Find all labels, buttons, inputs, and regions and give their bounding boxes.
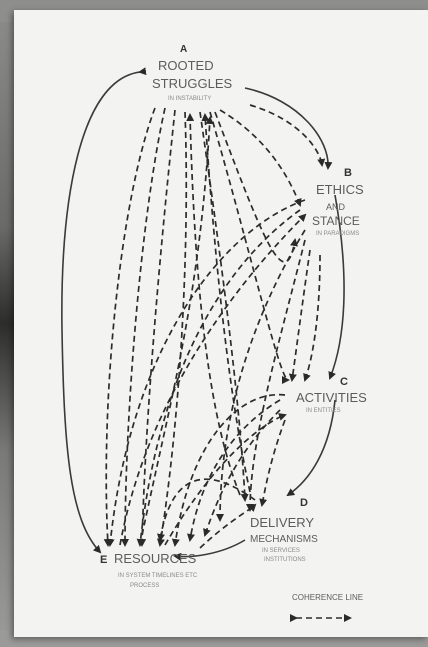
- node-d-letter: D: [300, 497, 308, 509]
- node-c: C ACTIVITIES IN ENTITIES: [296, 376, 367, 414]
- node-b-letter: B: [344, 167, 352, 179]
- diagram-sheet: A ROOTED STRUGGLES IN INSTABILITY B ETHI…: [14, 10, 428, 637]
- node-b-title: ETHICS: [316, 182, 364, 197]
- dashed-connections: [106, 105, 322, 548]
- node-e: E RESOURCES IN SYSTEM TIMELINES ETC PROC…: [100, 551, 198, 589]
- node-d-subtitle2: INSTITUTIONS: [264, 557, 306, 563]
- legend-label: COHERENCE LINE: [292, 593, 363, 602]
- node-a-title2: STRUGGLES: [152, 76, 233, 91]
- node-d-title2: MECHANISMS: [250, 534, 318, 545]
- node-e-title: RESOURCES: [114, 551, 197, 566]
- node-b: B ETHICS AND STANCE IN PARADIGMS: [312, 167, 364, 237]
- node-b-subtitle: IN PARADIGMS: [316, 231, 359, 237]
- node-b-title3: STANCE: [312, 214, 360, 228]
- node-a-title: ROOTED: [158, 58, 214, 73]
- node-a: A ROOTED STRUGGLES IN INSTABILITY: [152, 44, 233, 102]
- node-a-letter: A: [180, 44, 187, 55]
- node-a-subtitle: IN INSTABILITY: [168, 96, 211, 102]
- node-e-letter: E: [100, 554, 107, 566]
- legend: COHERENCE LINE: [292, 593, 363, 618]
- node-d-title: DELIVERY: [250, 515, 314, 530]
- node-d-subtitle: IN SERVICES: [262, 548, 300, 554]
- node-c-letter: C: [340, 376, 348, 388]
- node-c-title: ACTIVITIES: [296, 390, 367, 405]
- coherence-diagram: A ROOTED STRUGGLES IN INSTABILITY B ETHI…: [14, 10, 428, 637]
- node-b-title2: AND: [326, 202, 346, 212]
- node-d: D DELIVERY MECHANISMS IN SERVICES INSTIT…: [250, 497, 318, 563]
- node-e-subtitle: IN SYSTEM TIMELINES ETC: [118, 573, 198, 579]
- node-e-subtitle2: PROCESS: [130, 583, 159, 589]
- node-c-subtitle: IN ENTITIES: [306, 408, 341, 414]
